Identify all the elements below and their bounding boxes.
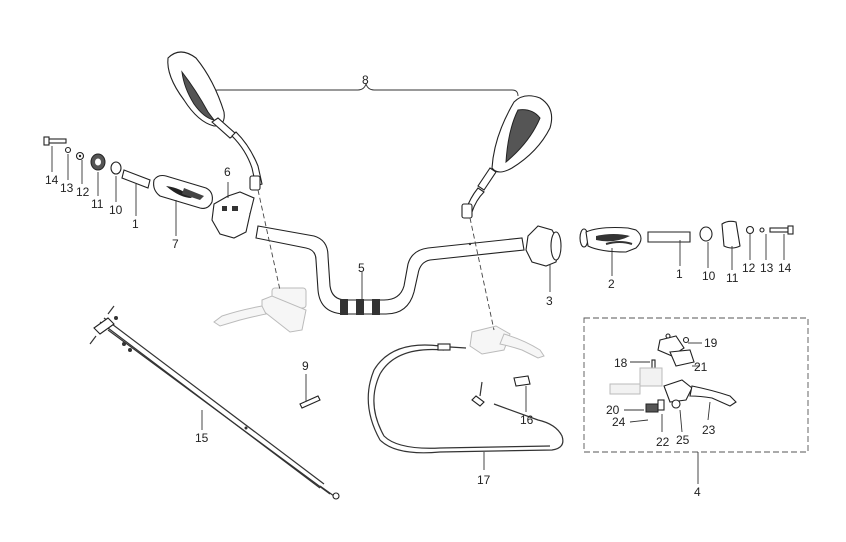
callout-labels: 14 13 12 11 10 1 7 6 8 5 3 2 1 10 11 12 … [45,73,792,499]
left-bar-end-parts [43,136,151,189]
label-23: 23 [702,423,716,437]
label-10-right: 10 [702,269,716,283]
left-mirror [167,51,263,191]
throttle-cables [89,305,340,500]
throttle-housing [525,225,562,267]
right-mirror-centerline [469,217,495,331]
label-10-left: 10 [109,203,123,217]
label-20: 20 [606,403,620,417]
handlebar [255,225,525,315]
label-18: 18 [614,356,628,370]
label-15: 15 [195,431,209,445]
front-brake-lever-ghost [213,287,307,333]
clutch-cable [367,343,564,454]
label-17: 17 [477,473,491,487]
left-grip [153,174,213,209]
right-mirror [461,95,553,219]
label-24: 24 [612,415,626,429]
right-grip [579,226,642,253]
label-25: 25 [676,433,690,447]
label-12-right: 12 [742,261,756,275]
label-7: 7 [172,237,179,251]
right-bar-end-parts [647,220,794,249]
label-2: 2 [608,277,615,291]
label-19: 19 [704,336,718,350]
clutch-assembly-box [583,317,809,453]
clutch-assembly-parts [609,333,737,413]
leader-lines [51,146,785,484]
label-1-left: 1 [132,217,139,231]
label-8: 8 [362,73,369,87]
label-9: 9 [302,359,309,373]
label-21: 21 [694,360,708,374]
label-12-left: 12 [76,185,90,199]
label-6: 6 [224,165,231,179]
label-14-right: 14 [778,261,792,275]
label-11-left: 11 [91,197,104,211]
cable-clip [513,375,531,387]
label-14-left: 14 [45,173,59,187]
left-switch-housing [211,191,255,239]
left-mirror-centerline [257,189,281,291]
label-3: 3 [546,294,553,308]
label-5: 5 [358,261,365,275]
label-16: 16 [520,413,534,427]
label-1-right: 1 [676,267,683,281]
label-13-right: 13 [760,261,774,275]
label-13-left: 13 [60,181,74,195]
label-4: 4 [694,485,701,499]
label-11-right: 11 [726,271,739,285]
pin [299,395,321,409]
clutch-lever-ghost [469,325,545,359]
label-22: 22 [656,435,670,449]
